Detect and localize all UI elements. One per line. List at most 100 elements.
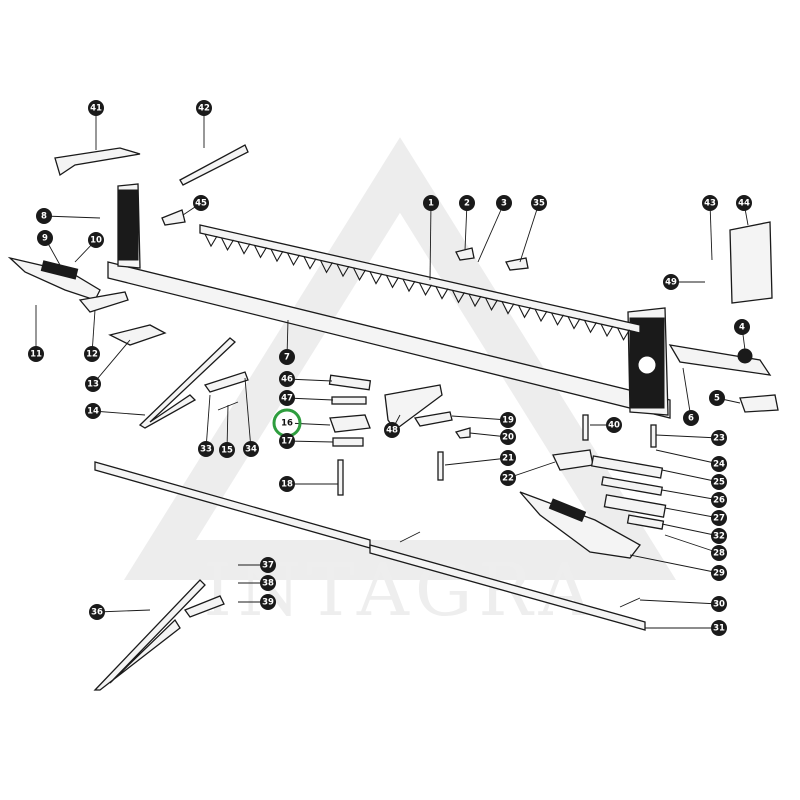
callout-marker bbox=[711, 430, 727, 446]
callout-number: 36 bbox=[91, 608, 103, 618]
callout-1[interactable]: 1 bbox=[423, 195, 439, 211]
callout-25[interactable]: 25 bbox=[711, 474, 727, 490]
callout-number: 13 bbox=[87, 380, 99, 390]
leader-line-3 bbox=[477, 202, 505, 263]
leader-line-24 bbox=[655, 449, 720, 465]
callout-47[interactable]: 47 bbox=[279, 390, 295, 406]
callout-number: 48 bbox=[386, 426, 398, 436]
leader-line-28 bbox=[664, 534, 720, 554]
callout-36[interactable]: 36 bbox=[89, 604, 105, 620]
callout-22[interactable]: 22 bbox=[500, 470, 516, 486]
callout-marker bbox=[85, 376, 101, 392]
callout-number: 2 bbox=[464, 199, 470, 209]
main-frame bbox=[107, 183, 671, 419]
callout-12[interactable]: 12 bbox=[84, 346, 100, 362]
callout-2[interactable]: 2 bbox=[459, 195, 475, 211]
callout-28[interactable]: 28 bbox=[711, 545, 727, 561]
callout-8[interactable]: 8 bbox=[36, 208, 52, 224]
callout-45[interactable]: 45 bbox=[193, 195, 209, 211]
parts-top bbox=[54, 144, 779, 413]
callout-30[interactable]: 30 bbox=[711, 596, 727, 612]
leader-line-27 bbox=[664, 507, 720, 519]
callout-marker bbox=[500, 450, 516, 466]
callout-marker bbox=[711, 620, 727, 636]
callout-10[interactable]: 10 bbox=[88, 232, 104, 248]
callout-32[interactable]: 32 bbox=[711, 528, 727, 544]
callout-number: 46 bbox=[281, 375, 293, 385]
callout-4[interactable]: 4 bbox=[734, 319, 750, 335]
callout-marker bbox=[500, 412, 516, 428]
callout-marker bbox=[711, 596, 727, 612]
callout-9[interactable]: 9 bbox=[37, 230, 53, 246]
callout-marker bbox=[384, 422, 400, 438]
callout-7[interactable]: 7 bbox=[279, 349, 295, 365]
callout-19[interactable]: 19 bbox=[500, 412, 516, 428]
callout-39[interactable]: 39 bbox=[260, 594, 276, 610]
callout-marker bbox=[279, 371, 295, 387]
leader-line-8 bbox=[43, 215, 101, 219]
callout-marker bbox=[531, 195, 547, 211]
callout-marker bbox=[243, 441, 259, 457]
callout-number: 30 bbox=[713, 600, 725, 610]
callout-number: 37 bbox=[262, 561, 274, 571]
callout-42[interactable]: 42 bbox=[196, 100, 212, 116]
callout-15[interactable]: 15 bbox=[219, 442, 235, 458]
callout-37[interactable]: 37 bbox=[260, 557, 276, 573]
callout-marker bbox=[36, 208, 52, 224]
callout-marker bbox=[88, 232, 104, 248]
callout-26[interactable]: 26 bbox=[711, 492, 727, 508]
callout-number: 23 bbox=[713, 434, 725, 444]
callout-marker bbox=[423, 195, 439, 211]
callout-48[interactable]: 48 bbox=[384, 422, 400, 438]
callout-24[interactable]: 24 bbox=[711, 456, 727, 472]
leader-line-35 bbox=[519, 202, 540, 263]
callout-43[interactable]: 43 bbox=[702, 195, 718, 211]
callout-marker bbox=[496, 195, 512, 211]
callout-33[interactable]: 33 bbox=[198, 441, 214, 457]
callout-23[interactable]: 23 bbox=[711, 430, 727, 446]
callout-18[interactable]: 18 bbox=[279, 476, 295, 492]
leader-line-36 bbox=[96, 609, 151, 613]
callout-marker bbox=[606, 417, 622, 433]
callout-41[interactable]: 41 bbox=[88, 100, 104, 116]
callout-number: 4 bbox=[739, 323, 745, 333]
callout-marker bbox=[279, 415, 295, 431]
callout-marker bbox=[711, 528, 727, 544]
leader-line-26 bbox=[661, 489, 720, 501]
callout-number: 21 bbox=[502, 454, 514, 464]
callout-27[interactable]: 27 bbox=[711, 510, 727, 526]
callout-44[interactable]: 44 bbox=[736, 195, 752, 211]
callout-number: 15 bbox=[221, 446, 233, 456]
callout-13[interactable]: 13 bbox=[85, 376, 101, 392]
callout-number: 20 bbox=[502, 433, 514, 443]
callout-38[interactable]: 38 bbox=[260, 575, 276, 591]
leader-lines bbox=[35, 108, 749, 629]
callout-34[interactable]: 34 bbox=[243, 441, 259, 457]
callout-40[interactable]: 40 bbox=[606, 417, 622, 433]
callout-number: 41 bbox=[90, 104, 102, 114]
leader-line-43 bbox=[709, 202, 713, 261]
callout-marker bbox=[711, 474, 727, 490]
callout-marker bbox=[500, 470, 516, 486]
callout-31[interactable]: 31 bbox=[711, 620, 727, 636]
callout-49[interactable]: 49 bbox=[663, 274, 679, 290]
callout-marker bbox=[683, 410, 699, 426]
callout-number: 31 bbox=[713, 624, 725, 634]
callout-5[interactable]: 5 bbox=[709, 390, 725, 406]
callout-14[interactable]: 14 bbox=[85, 403, 101, 419]
callout-17[interactable]: 17 bbox=[279, 433, 295, 449]
callout-number: 1 bbox=[428, 199, 434, 209]
callout-11[interactable]: 11 bbox=[28, 346, 44, 362]
callout-number: 17 bbox=[281, 437, 293, 447]
callout-number: 6 bbox=[688, 414, 694, 424]
callout-marker bbox=[260, 575, 276, 591]
callout-3[interactable]: 3 bbox=[496, 195, 512, 211]
callout-35[interactable]: 35 bbox=[531, 195, 547, 211]
callout-6[interactable]: 6 bbox=[683, 410, 699, 426]
callout-21[interactable]: 21 bbox=[500, 450, 516, 466]
callout-29[interactable]: 29 bbox=[711, 565, 727, 581]
callout-20[interactable]: 20 bbox=[500, 429, 516, 445]
callout-marker bbox=[193, 195, 209, 211]
callout-46[interactable]: 46 bbox=[279, 371, 295, 387]
